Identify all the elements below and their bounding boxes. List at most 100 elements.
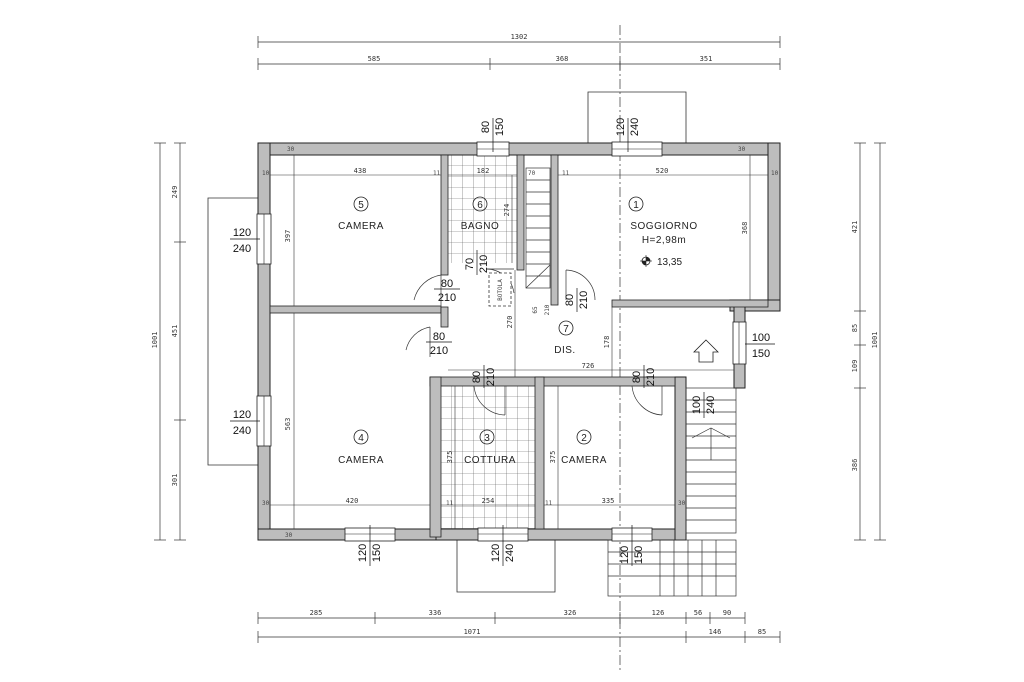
dim-bottom-5: 56 [694, 609, 702, 617]
room-6-number: 6 [477, 200, 483, 211]
wall-thickness-4: 70 [528, 170, 536, 177]
dim-room4-width: 420 [346, 497, 359, 505]
window-camera4-height: 240 [233, 425, 251, 437]
wall-thickness-11: 30 [678, 500, 686, 507]
dim-right-4: 386 [851, 459, 859, 472]
room-1-height: H=2,98m [642, 235, 686, 246]
dim-bottom-6: 90 [723, 609, 731, 617]
room-4-name: CAMERA [338, 455, 384, 466]
right-dimensions [854, 142, 886, 541]
room-1-number: 1 [633, 200, 639, 211]
door-entrance-height: 240 [705, 396, 717, 414]
wall-thickness-5: 11 [562, 170, 570, 177]
window-soggiorno-height: 240 [629, 118, 641, 136]
door-cottura-width: 80 [471, 371, 483, 383]
room-7-number: 7 [563, 324, 569, 335]
window-bottom3-height: 240 [504, 544, 516, 562]
botola-label: BOTOLA [497, 279, 504, 301]
room-4-number: 4 [358, 433, 364, 444]
door-bagno-height: 210 [478, 255, 490, 273]
door-camera5-height: 210 [438, 292, 456, 304]
door-stair-height: 210 [544, 304, 551, 315]
door-entrance-width: 100 [691, 396, 703, 414]
room-3-name: COTTURA [464, 455, 516, 466]
room-2-number: 2 [581, 433, 587, 444]
wall-thickness-1: 30 [287, 146, 295, 153]
dim-top-2: 368 [556, 55, 569, 63]
dim-dis-height-2: 178 [603, 336, 611, 349]
dim-room3-width: 254 [482, 497, 495, 505]
door-camera2-height: 210 [645, 368, 657, 386]
door-soggiorno-width: 80 [564, 294, 576, 306]
dim-bottom-2: 336 [429, 609, 442, 617]
dim-bottom-3: 326 [564, 609, 577, 617]
window-bagno-width: 80 [480, 121, 492, 133]
dim-room5-width: 438 [354, 167, 367, 175]
dim-dis-height: 270 [506, 316, 514, 329]
room-dimension-lines [270, 155, 768, 529]
dim-left-1: 249 [171, 186, 179, 199]
dim-top-overall: 1302 [511, 33, 528, 41]
entrance-arrow-icon [693, 339, 719, 363]
exterior-stair [607, 387, 737, 597]
dim-room1-width: 520 [656, 167, 669, 175]
wall-thickness-9: 11 [446, 500, 454, 507]
dim-dis-width: 726 [582, 362, 595, 370]
bottom-dimensions [257, 612, 781, 643]
door-camera4-height: 210 [430, 345, 448, 357]
dim-room3-height: 375 [446, 451, 454, 464]
room-2-name: CAMERA [561, 455, 607, 466]
interior-walls [269, 154, 769, 538]
dim-left-2: 451 [171, 325, 179, 338]
bagno-tiled-floor [448, 155, 517, 263]
dim-room2-height: 375 [549, 451, 557, 464]
door-camera4-width: 80 [433, 331, 445, 343]
window-camera4-width: 120 [233, 409, 251, 421]
door-stair-width: 65 [532, 306, 539, 314]
dim-room6-height: 274 [503, 204, 511, 217]
window-dis-width: 100 [752, 332, 770, 344]
door-cottura-height: 210 [485, 368, 497, 386]
door-soggiorno-height: 210 [578, 291, 590, 309]
dim-bottom-1: 285 [310, 609, 323, 617]
dim-right-3: 109 [851, 360, 859, 373]
door-bagno-width: 70 [464, 258, 476, 270]
wall-thickness-7: 30 [738, 146, 746, 153]
window-bottom4-height: 150 [371, 544, 383, 562]
dim-bottom-overall: 1071 [464, 628, 481, 636]
level-value: 13,35 [657, 257, 682, 268]
opening-label-lines [230, 118, 775, 566]
door-camera5-width: 80 [441, 278, 453, 290]
top-dimensions [257, 36, 781, 70]
window-bagno-height: 150 [494, 118, 506, 136]
dim-right-overall: 1001 [871, 332, 879, 349]
room-3-number: 3 [484, 433, 490, 444]
dim-right-2: 85 [851, 324, 859, 332]
wall-thickness-12: 30 [285, 532, 293, 539]
dim-room1-height: 368 [741, 222, 749, 235]
wall-thickness-6: 10 [771, 170, 779, 177]
balconies [207, 91, 687, 593]
room-6-name: BAGNO [461, 221, 500, 232]
window-soggiorno-width: 120 [615, 118, 627, 136]
room-circles [353, 196, 644, 445]
room-5-name: CAMERA [338, 221, 384, 232]
dim-room6-width: 182 [477, 167, 490, 175]
botola-hatch [488, 272, 512, 307]
wall-thickness-3: 11 [433, 170, 441, 177]
window-bottom4-width: 120 [357, 544, 369, 562]
dim-top-3: 351 [700, 55, 713, 63]
room-7-name: DIS. [554, 345, 575, 356]
dim-right-1: 421 [851, 221, 859, 234]
window-bottom3-width: 120 [490, 544, 502, 562]
door-camera2-width: 80 [631, 371, 643, 383]
dim-left-overall: 1001 [151, 332, 159, 349]
door-swings [405, 268, 663, 416]
left-dimensions [154, 142, 186, 541]
room-1-name: SOGGIORNO [630, 221, 697, 232]
dim-top-1: 585 [368, 55, 381, 63]
wall-thickness-2: 10 [262, 170, 270, 177]
window-dis-height: 150 [752, 348, 770, 360]
window-camera5-height: 240 [233, 243, 251, 255]
